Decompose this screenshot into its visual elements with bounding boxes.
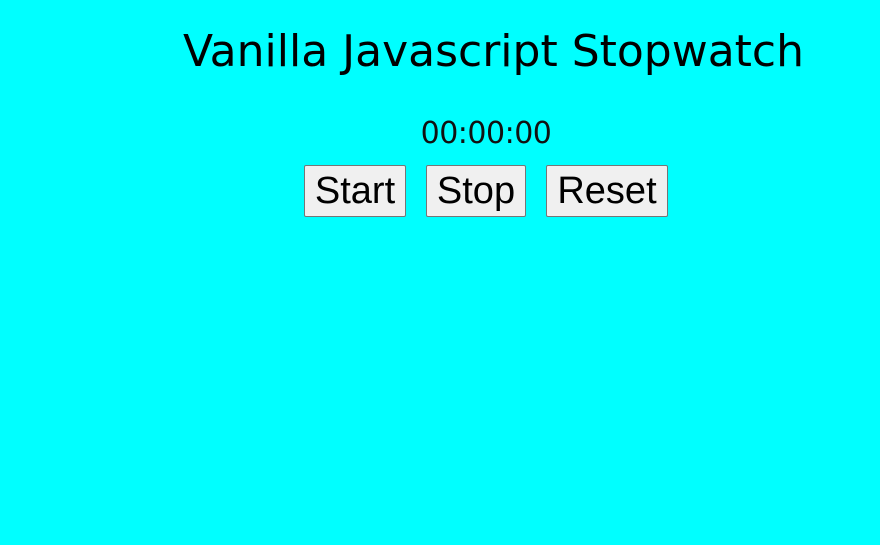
- start-button[interactable]: Start: [304, 165, 406, 217]
- page-title: Vanilla Javascript Stopwatch: [183, 26, 805, 77]
- stopwatch-display: 00:00:00: [420, 116, 552, 151]
- stop-button[interactable]: Stop: [426, 165, 526, 217]
- reset-button[interactable]: Reset: [546, 165, 668, 217]
- stopwatch-controls: Start Stop Reset: [304, 165, 668, 217]
